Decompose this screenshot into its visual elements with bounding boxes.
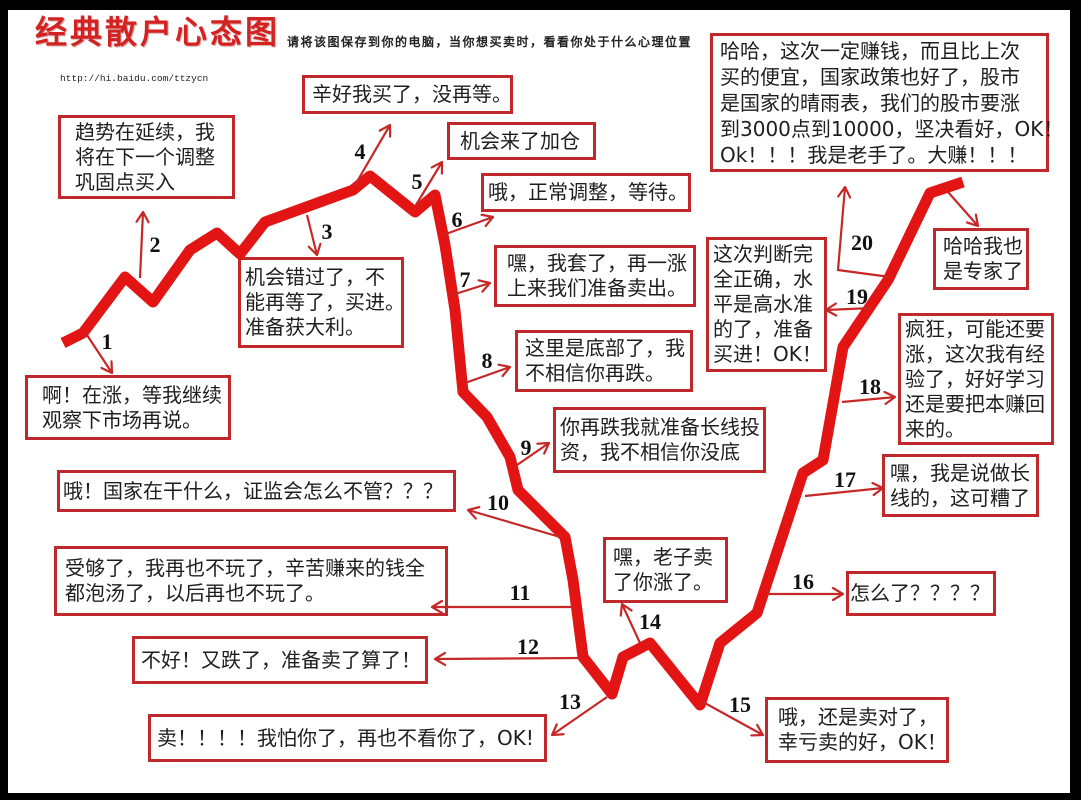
stage-box-17: 嘿，我是说做长 线的，这可糟了 bbox=[882, 454, 1039, 517]
box-text-line: 哈哈，这次一定赚钱，而且比上次 bbox=[720, 38, 1020, 63]
stage-number-2: 2 bbox=[149, 232, 161, 257]
box-text-line: 买进！OK！ bbox=[713, 342, 822, 366]
stage-number-14: 14 bbox=[639, 609, 661, 634]
box-text-line: 验了，好好学习 bbox=[905, 366, 1045, 391]
stage-box-13: 卖！！！！我怕你了，再也不看你了，OK! bbox=[148, 714, 547, 762]
box-text-line: 嘿，我是说做长 bbox=[890, 460, 1030, 485]
box-text-line: 哦！国家在干什么，证监会怎么不管？？？ bbox=[63, 478, 443, 503]
stage-number-10: 10 bbox=[487, 490, 509, 515]
box-text-line: 观察下市场再说。 bbox=[42, 407, 202, 432]
box-text-line: 买的便宜，国家政策也好了，股市 bbox=[720, 64, 1020, 89]
stage-box-5: 机会来了加仓 bbox=[447, 122, 596, 160]
box-text-line: 你再跌我就准备长线投 bbox=[560, 415, 760, 439]
box-text-line: 不好！又跌了，准备卖了算了！ bbox=[141, 647, 421, 672]
box-text-line: 线的，这可糟了 bbox=[890, 485, 1030, 510]
box-text-line: 资，我不相信你没底 bbox=[560, 440, 740, 464]
stage-number-12: 12 bbox=[517, 634, 539, 659]
box-text-line: 怎么了？？？？ bbox=[850, 581, 990, 605]
stage-number-8: 8 bbox=[481, 348, 493, 373]
diagram-title: 经典散户心态图 bbox=[35, 13, 281, 51]
box-text-line: 能再等了，买进。 bbox=[245, 290, 405, 314]
box-text-line: 受够了，我再也不玩了，辛苦赚来的钱全 bbox=[65, 556, 425, 580]
box-text-line: 全正确，水 bbox=[713, 267, 813, 291]
stage-box-12: 不好！又跌了，准备卖了算了！ bbox=[132, 636, 428, 684]
box-text-line: 这里是底部了，我 bbox=[525, 336, 685, 360]
box-text-line: 是专家了 bbox=[943, 259, 1023, 283]
box-text-line: 来的。 bbox=[905, 416, 965, 441]
stage-box-14: 嘿，老子卖 了你涨了。 bbox=[603, 537, 728, 603]
box-text-line: 嘿，我套了，再一涨 bbox=[507, 251, 687, 275]
stage-number-17: 17 bbox=[834, 467, 856, 492]
stage-box-16: 怎么了？？？？ bbox=[846, 571, 996, 616]
stage-box-2: 趋势在延续，我 将在下一个调整 巩固点买入 bbox=[58, 115, 235, 199]
stage-box-8: 这里是底部了，我 不相信你再跌。 bbox=[515, 330, 693, 392]
box-text-line: 都泡汤了，以后再也不玩了。 bbox=[65, 581, 325, 605]
box-text-line: 卖！！！！我怕你了，再也不看你了，OK! bbox=[157, 725, 534, 750]
stage-box-1: 啊！在涨，等我继续 观察下市场再说。 bbox=[25, 375, 231, 440]
box-text-line: 不相信你再跌。 bbox=[525, 361, 665, 385]
box-text-line: 疯狂，可能还要 bbox=[905, 316, 1045, 341]
box-text-line: 是国家的晴雨表，我们的股市要涨 bbox=[720, 90, 1020, 115]
stage-box-7: 嘿，我套了，再一涨 上来我们准备卖出。 bbox=[494, 245, 696, 307]
box-text-line: 哈哈我也 bbox=[943, 234, 1023, 258]
stage-number-20: 20 bbox=[851, 230, 873, 255]
stage-box-4: 辛好我买了，没再等。 bbox=[302, 75, 513, 114]
stage-number-1: 1 bbox=[101, 329, 113, 354]
box-text-line: 辛好我买了，没再等。 bbox=[312, 82, 512, 106]
box-text-line: 嘿，老子卖 bbox=[613, 545, 713, 569]
stage-number-16: 16 bbox=[792, 569, 814, 594]
box-text-line: 还是要把本赚回 bbox=[905, 391, 1045, 416]
stage-box-18: 疯狂，可能还要 涨，这次我有经 验了，好好学习 还是要把本赚回 来的。 bbox=[898, 313, 1054, 445]
stage-number-4: 4 bbox=[354, 139, 366, 164]
stage-number-6: 6 bbox=[451, 207, 463, 232]
stage-box-6: 哦，正常调整，等待。 bbox=[481, 173, 691, 212]
stage-box-20: 哈哈，这次一定赚钱，而且比上次 买的便宜，国家政策也好了，股市 是国家的晴雨表，… bbox=[710, 33, 1064, 172]
box-text-line: 巩固点买入 bbox=[75, 169, 175, 194]
box-text-line: 幸亏卖的好，OK！ bbox=[778, 730, 947, 754]
box-text-line: 平是高水准 bbox=[713, 292, 813, 316]
stage-number-3: 3 bbox=[321, 219, 333, 244]
source-url: http://hi.baidu.com/ttzycn bbox=[60, 73, 209, 84]
stage-number-15: 15 bbox=[729, 692, 751, 717]
box-text-line: Ok！！！我是老手了。大赚！！！ bbox=[720, 142, 1028, 167]
box-text-line: 哦，还是卖对了， bbox=[778, 705, 938, 729]
box-text-line: 了你涨了。 bbox=[613, 570, 713, 594]
stage-box-15: 哦，还是卖对了， 幸亏卖的好，OK！ bbox=[765, 697, 949, 763]
note-box-expert: 哈哈我也 是专家了 bbox=[933, 228, 1029, 290]
box-text-line: 的了，准备 bbox=[713, 317, 813, 341]
stage-number-18: 18 bbox=[859, 374, 881, 399]
box-text-line: 涨，这次我有经 bbox=[905, 341, 1045, 366]
diagram-subtitle: 请将该图保存到你的电脑，当你想买卖时，看看你处于什么心理位置 bbox=[287, 35, 693, 49]
box-text-line: 哦，正常调整，等待。 bbox=[488, 180, 688, 204]
box-text-line: 上来我们准备卖出。 bbox=[507, 276, 687, 300]
box-text-line: 机会来了加仓 bbox=[460, 128, 580, 153]
box-text-line: 到3000点到10000，坚决看好，OK！ bbox=[720, 116, 1064, 141]
box-text-line: 将在下一个调整 bbox=[75, 144, 215, 169]
stage-box-10: 哦！国家在干什么，证监会怎么不管？？？ bbox=[57, 470, 456, 512]
box-text-line: 准备获大利。 bbox=[245, 315, 365, 339]
stage-number-5: 5 bbox=[411, 169, 423, 194]
stage-box-9: 你再跌我就准备长线投 资，我不相信你没底 bbox=[553, 407, 766, 473]
box-text-line: 机会错过了，不 bbox=[245, 265, 385, 289]
stage-number-13: 13 bbox=[559, 689, 581, 714]
stage-number-7: 7 bbox=[459, 267, 471, 292]
box-text-line: 这次判断完 bbox=[713, 242, 813, 266]
stage-number-9: 9 bbox=[520, 435, 532, 460]
box-text-line: 啊！在涨，等我继续 bbox=[42, 382, 222, 407]
box-text-line: 趋势在延续，我 bbox=[75, 119, 215, 144]
stage-number-11: 11 bbox=[509, 580, 531, 605]
stage-box-3: 机会错过了，不 能再等了，买进。 准备获大利。 bbox=[238, 257, 405, 348]
stage-number-19: 19 bbox=[846, 284, 868, 309]
stage-box-19: 这次判断完 全正确，水 平是高水准 的了，准备 买进！OK！ bbox=[706, 237, 827, 372]
stage-box-11: 受够了，我再也不玩了，辛苦赚来的钱全 都泡汤了，以后再也不玩了。 bbox=[54, 546, 448, 616]
